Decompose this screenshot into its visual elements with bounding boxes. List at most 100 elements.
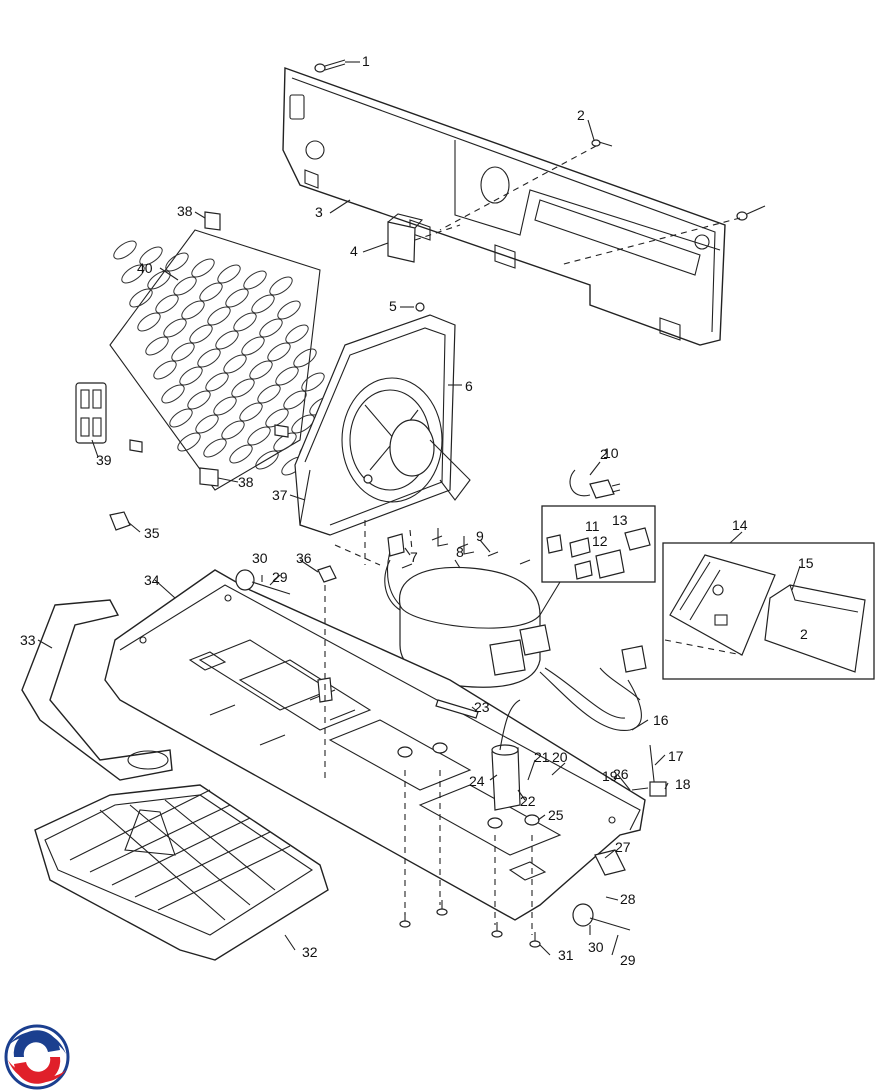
coil-loop [195,414,219,434]
clip-part [387,213,461,263]
callout-9: 9 [476,528,484,544]
screw-group [314,59,766,266]
small-bracket [109,511,131,531]
coil-loop [177,432,201,452]
callout-20: 20 [552,749,568,765]
callout-8: 8 [456,544,464,560]
coil-loop [301,372,325,392]
coil-loop [191,258,215,278]
callout-29: 29 [272,569,288,585]
coil-loop [165,252,189,272]
coil-loop [213,396,237,416]
coil-loop [221,420,245,440]
callout-19: 19 [602,768,618,784]
coil-loop [181,300,205,320]
callout-16: 16 [653,712,669,728]
coil-loop [187,390,211,410]
coil-loop [247,426,271,446]
coil-loop [273,432,297,452]
power-plug [569,469,621,499]
coil-loop [197,348,221,368]
callout-34: 34 [144,572,160,588]
callout-36: 36 [296,550,312,566]
coil-loop [169,408,193,428]
leader-lines [37,61,801,956]
rubber-feet [397,742,540,829]
back-panel [282,67,726,346]
coil-loop [171,342,195,362]
callout-25: 25 [548,807,564,823]
coil-loop [139,246,163,266]
coil-loop [233,312,257,332]
callout-18: 18 [675,776,691,792]
coil-loop [129,288,153,308]
callout-2: 2 [600,446,608,462]
coil-loop [249,360,273,380]
coil-loop [161,384,185,404]
coil-loop [207,306,231,326]
coil-loop [251,294,275,314]
callout-4: 4 [350,243,358,259]
wheels [235,569,631,931]
coil-loop [147,270,171,290]
coil-loop [179,366,203,386]
callout-21: 21 [534,749,550,765]
callout-32: 32 [302,944,318,960]
callout-30: 30 [252,550,268,566]
callout-26: 26 [613,766,629,782]
callout-15: 15 [798,555,814,571]
callout-6: 6 [465,378,473,394]
bottom-screws [399,900,541,948]
callout-31: 31 [558,947,574,963]
callout-5: 5 [389,298,397,314]
callout-38: 38 [238,474,254,490]
evaporator-coil [75,211,357,491]
coil-loop [225,288,249,308]
coil-loop [265,408,289,428]
coil-loop [283,390,307,410]
callout-30: 30 [588,939,604,955]
alignment-lines [324,520,533,935]
coil-loop [293,348,317,368]
drip-tray [34,784,329,961]
coil-loop [215,330,239,350]
callout-14: 14 [732,517,748,533]
coil-loop [267,342,291,362]
callout-27: 27 [615,839,631,855]
coil-loop [275,366,299,386]
coil-loop [153,360,177,380]
callout-12: 12 [592,533,608,549]
control-board-inset [662,542,875,680]
coil-loop [121,264,145,284]
relay-inset [539,505,656,616]
coil-loop [137,312,161,332]
callout-7: 7 [410,549,418,565]
callout-35: 35 [144,525,160,541]
coil-loop [241,336,265,356]
coil-loop [189,324,213,344]
callout-1: 1 [362,53,370,69]
callout-38: 38 [177,203,193,219]
side-bracket [21,599,173,781]
coil-loop [285,324,309,344]
tube-clips [401,528,531,569]
bracket-bar [435,699,479,719]
fan-assembly [294,302,471,536]
thermostat [631,744,667,797]
callout-2: 2 [577,107,585,123]
callout-2: 2 [800,626,808,642]
coil-loop [155,294,179,314]
coil-loop [229,444,253,464]
callout-11: 11 [585,518,600,534]
coil-loop [255,450,279,470]
callout-28: 28 [620,891,636,907]
capacitor [491,699,521,811]
wiring-harness [539,645,647,731]
clip-36 [317,565,337,583]
coil-loop [257,384,281,404]
coil-loop [163,318,187,338]
coil-loop [269,276,293,296]
coil-loop [217,264,241,284]
